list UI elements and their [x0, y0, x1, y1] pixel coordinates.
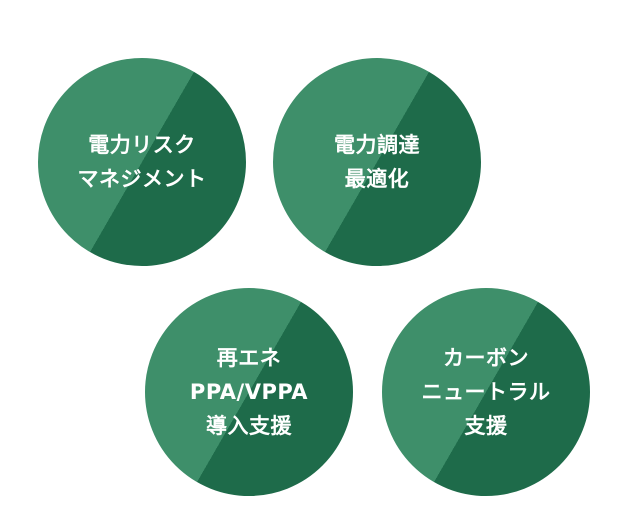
- circle-label-line: 電力リスク: [88, 132, 196, 157]
- circle-label-line: 最適化: [344, 167, 410, 191]
- circle-label-line: マネジメント: [77, 167, 207, 191]
- circle-label: 再エネ PPA/VPPA 導入支援: [190, 346, 308, 438]
- circle-label: カーボン ニュートラル 支援: [422, 346, 551, 438]
- circle-label: 電力調達 最適化: [334, 133, 420, 191]
- circle-label: 電力リスク マネジメント: [78, 133, 207, 191]
- circle-power-risk-management: 電力リスク マネジメント: [36, 56, 248, 268]
- circle-label-line: 再エネ: [216, 345, 282, 370]
- circle-carbon-neutral-support: カーボン ニュートラル 支援: [380, 286, 592, 498]
- circle-label-line: 電力調達: [334, 132, 420, 157]
- circle-label-line: 支援: [464, 414, 508, 439]
- circle-renewable-ppa-support: 再エネ PPA/VPPA 導入支援: [143, 286, 355, 498]
- circle-power-procurement-optimization: 電力調達 最適化: [271, 56, 483, 268]
- circle-label-line: カーボン: [443, 345, 529, 370]
- circle-label-line: 導入支援: [205, 414, 292, 439]
- circle-label-line: ニュートラル: [421, 379, 551, 404]
- circle-label-line: PPA/VPPA: [189, 379, 309, 404]
